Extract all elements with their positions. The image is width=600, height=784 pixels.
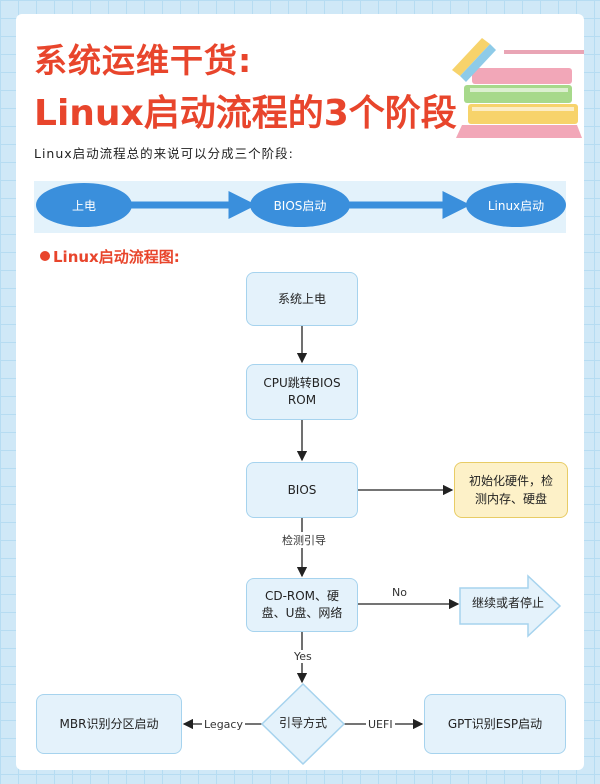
stage-linux-boot: Linux启动 <box>466 183 566 227</box>
section-title: Linux启动流程图: <box>40 246 180 267</box>
node-bios: BIOS <box>246 462 358 518</box>
label-detect-boot: 检测引导 <box>280 532 328 548</box>
stage-power-on: 上电 <box>36 183 132 227</box>
page-title-line2: Linux启动流程的3个阶段 <box>34 93 457 134</box>
label-legacy: Legacy <box>202 718 245 731</box>
node-mbr: MBR识别分区启动 <box>36 694 182 754</box>
note-init-line2: 测内存、硬盘 <box>474 492 547 506</box>
node-cpu-jump-line1: CPU跳转BIOS <box>263 376 341 391</box>
node-power-on-label: 系统上电 <box>277 291 326 306</box>
label-uefi: UEFI <box>366 718 395 731</box>
note-init-line1: 初始化硬件，检 <box>468 474 553 488</box>
node-gpt-label: GPT识别ESP启动 <box>447 716 543 731</box>
books-illustration <box>452 38 584 138</box>
boot-mode-diamond <box>260 682 346 766</box>
intro-text: Linux启动流程总的来说可以分成三个阶段: <box>34 146 294 161</box>
page-title-line1: 系统运维干货: <box>34 41 253 80</box>
section-title-text: Linux启动流程图: <box>53 248 180 266</box>
node-mbr-label: MBR识别分区启动 <box>59 716 159 731</box>
node-cpu-jump: CPU跳转BIOS ROM <box>246 364 358 420</box>
label-no: No <box>392 586 407 599</box>
boot-mode-label: 引导方式 <box>278 716 327 730</box>
continue-or-stop-label: 继续或者停止 <box>471 596 544 610</box>
node-devices-line2: 盘、U盘、网络 <box>261 606 343 620</box>
node-boot-devices: CD-ROM、硬 盘、U盘、网络 <box>246 578 358 632</box>
node-bios-label: BIOS <box>287 482 317 497</box>
node-power-on: 系统上电 <box>246 272 358 326</box>
continue-arrow-shape <box>459 574 562 638</box>
note-init-hardware: 初始化硬件，检 测内存、硬盘 <box>454 462 568 518</box>
node-gpt: GPT识别ESP启动 <box>424 694 566 754</box>
label-yes: Yes <box>292 650 314 663</box>
node-devices-line1: CD-ROM、硬 <box>264 589 340 604</box>
bullet-dot <box>40 251 50 261</box>
stage-bios-boot: BIOS启动 <box>250 183 350 227</box>
node-cpu-jump-line2: ROM <box>287 393 317 407</box>
